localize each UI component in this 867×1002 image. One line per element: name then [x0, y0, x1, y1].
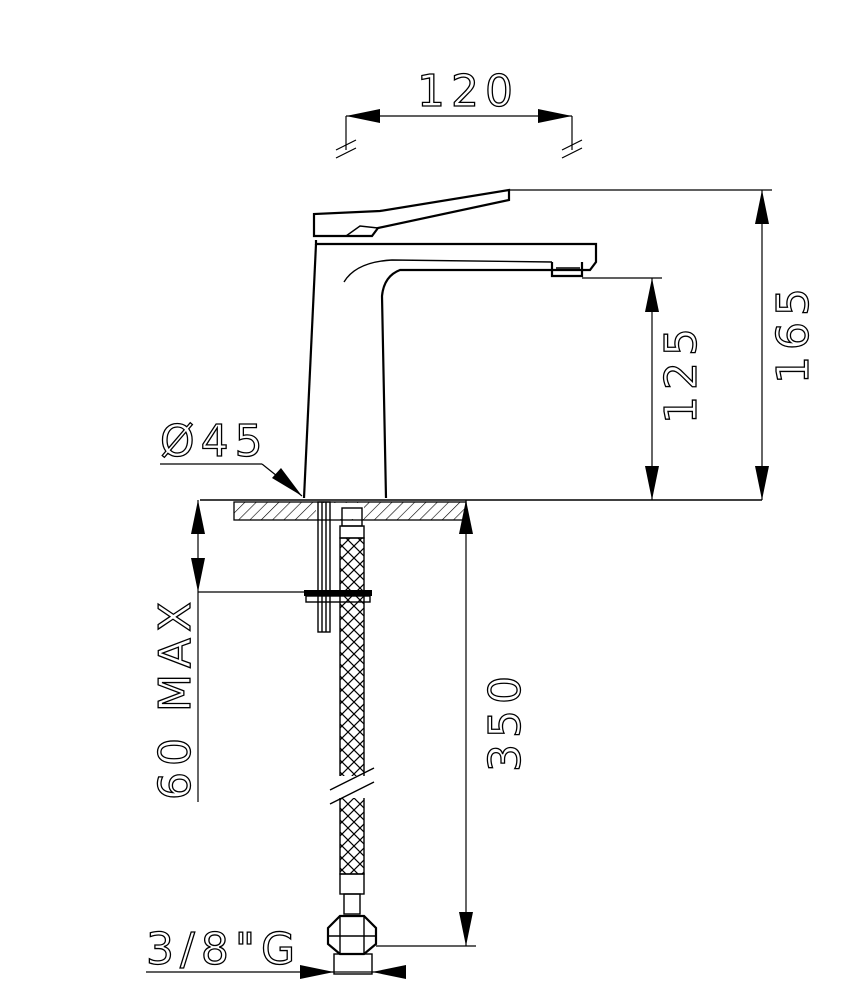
dim-label-350: 350 [480, 670, 531, 772]
faucet-body [302, 188, 598, 499]
mounting-stud [304, 501, 372, 633]
dim-label-125: 125 [656, 322, 707, 424]
dimension-spout-reach: 120 [335, 65, 583, 159]
dim-label-60max: 60 MAX [150, 596, 201, 800]
flexible-hose [326, 507, 378, 975]
dimension-spout-height: 125 [582, 277, 708, 500]
dimension-connection-thread: 3/8"G [145, 923, 406, 979]
dimension-hose-length: 350 [376, 500, 532, 947]
dim-label-120: 120 [417, 66, 519, 117]
dimension-total-height: 165 [509, 189, 820, 500]
dim-label-diameter: Ø45 [160, 416, 269, 467]
dimension-base-diameter: Ø45 [159, 415, 303, 497]
dim-label-thread: 3/8"G [146, 924, 301, 975]
dimension-max-deck-thickness: 60 MAX [149, 500, 306, 802]
dim-label-165: 165 [768, 282, 819, 384]
countertop-section [200, 499, 762, 521]
